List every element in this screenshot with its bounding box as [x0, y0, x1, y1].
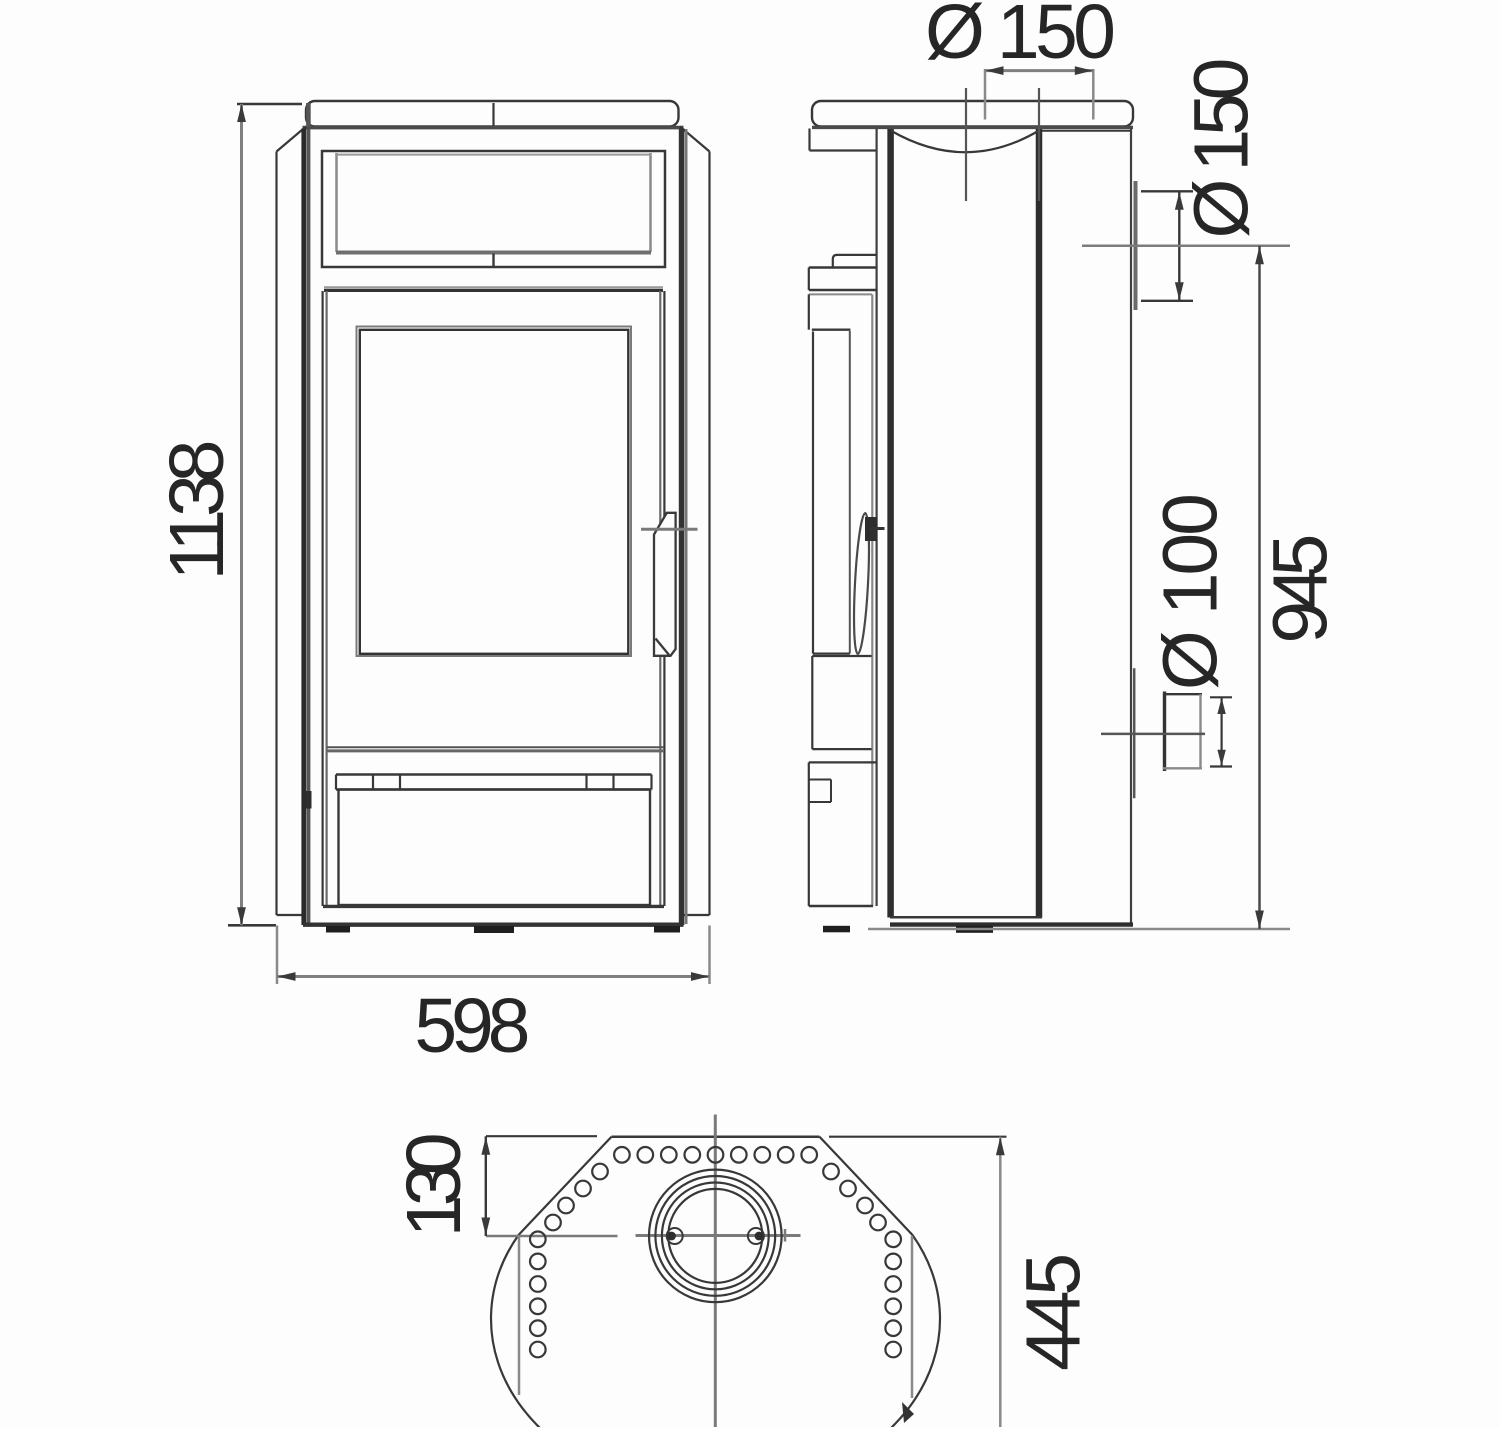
svg-text:Ø 150: Ø 150: [1179, 58, 1265, 239]
svg-text:1138: 1138: [154, 440, 240, 581]
svg-text:945: 945: [1258, 534, 1344, 644]
svg-text:598: 598: [414, 983, 530, 1069]
svg-text:Ø 150: Ø 150: [925, 0, 1116, 75]
svg-text:Ø 100: Ø 100: [1147, 493, 1233, 690]
svg-text:130: 130: [391, 1132, 477, 1237]
svg-text:445: 445: [1010, 1253, 1096, 1371]
